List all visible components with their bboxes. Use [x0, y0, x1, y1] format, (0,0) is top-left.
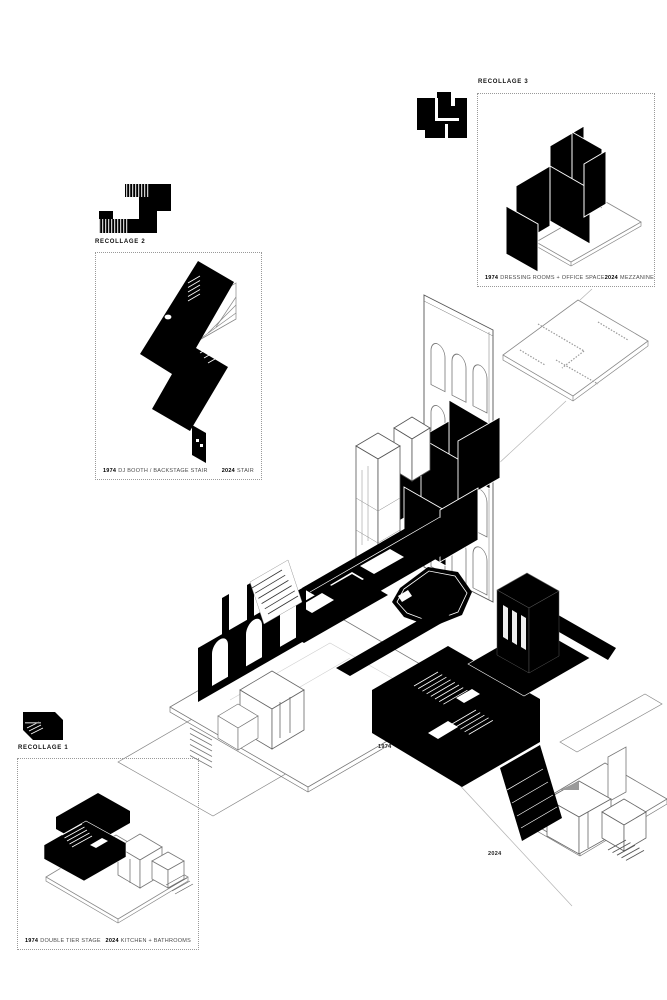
- z-wall-treads: [187, 275, 223, 364]
- white-volumes: [117, 833, 185, 889]
- recollage-3-label: RECOLLAGE 3: [478, 79, 529, 85]
- stair-hatch: [165, 874, 194, 895]
- recollage-3-drawing: [505, 125, 642, 273]
- z-wall: [140, 261, 234, 431]
- small-box-volume: [217, 703, 259, 751]
- stair-hatch: [189, 727, 213, 768]
- plan-fragment-rooms-icon: [417, 92, 467, 138]
- dj-booth: [467, 572, 591, 697]
- mezzanine-plate: [502, 299, 649, 402]
- recollage-1-drawing: [43, 793, 194, 924]
- tower-rear: [393, 416, 431, 482]
- plan-fragment-stage-icon: [23, 712, 63, 740]
- se-volume-cluster: [517, 693, 667, 861]
- recollage-2-drawing: [140, 261, 237, 463]
- recollage-2-label: RECOLLAGE 2: [95, 239, 146, 245]
- double-tier-stage: [43, 793, 130, 882]
- ground-plate: [117, 612, 471, 817]
- recollage-1-label: RECOLLAGE 1: [18, 745, 69, 751]
- stair-hatch-se: [607, 839, 645, 861]
- roof-wedge: [560, 781, 579, 790]
- bathroom-box: [601, 798, 647, 852]
- stage-octagon: [392, 567, 472, 627]
- axis-label-1974: 1974: [378, 744, 392, 750]
- lower-plane: [192, 425, 206, 463]
- plan-fragment-stair-icon: [99, 184, 171, 233]
- axis-label-2024: 2024: [488, 851, 502, 857]
- stage-stair-hatch: [249, 559, 303, 625]
- booth-window-slots: [503, 605, 526, 650]
- mezzanine-walls: [519, 321, 629, 385]
